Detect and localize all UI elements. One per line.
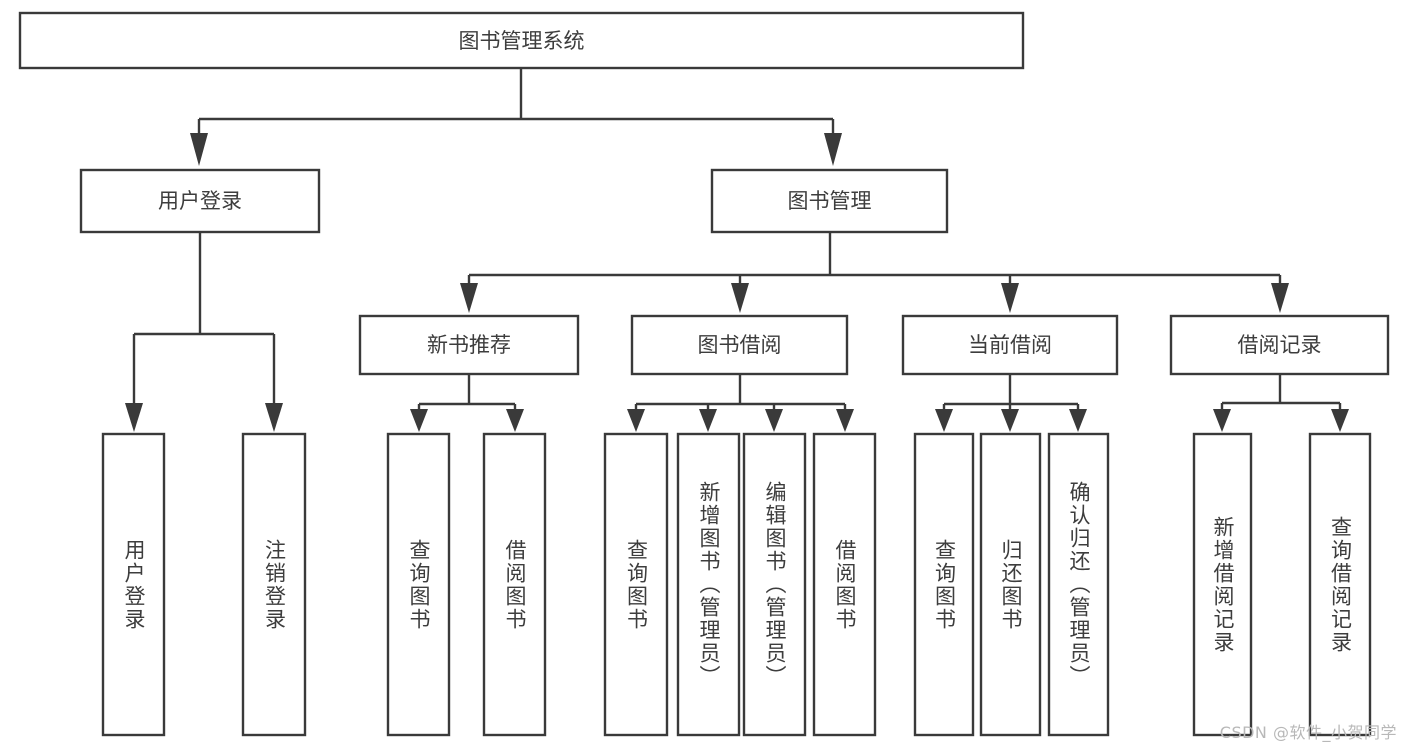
connector-layer [125,68,1349,432]
arrow-to-leaf-11 [1213,409,1231,432]
connector-bookmanage-to-bus [467,232,1282,284]
arrow-to-leaf-9 [1001,409,1019,432]
node-current-borrow-label: 当前借阅 [968,333,1052,357]
connector-borrowrecord-to-leaves [1220,374,1342,410]
leaf-box[interactable] [603,432,669,737]
connector-newbookrec-to-leaves [417,374,517,410]
connector-currentborrow-to-leaves [942,374,1080,410]
leaf-box[interactable] [241,432,307,737]
arrow-to-current-borrow [1001,283,1019,313]
leaf-box-layer [101,432,1372,737]
leaf-box[interactable] [482,432,547,737]
leaf-box[interactable] [742,432,807,737]
node-book-manage[interactable]: 图书管理 [710,168,949,234]
node-new-book-rec-label: 新书推荐 [427,333,511,357]
arrow-to-leaf-2 [410,409,428,432]
arrow-to-leaf-8 [935,409,953,432]
leaf-box[interactable] [386,432,451,737]
connector-userlogin-to-bus [132,232,276,404]
arrow-to-leaf-3 [506,409,524,432]
node-root[interactable]: 图书管理系统 [18,11,1025,70]
node-root-label: 图书管理系统 [459,29,585,53]
leaf-box[interactable] [1308,432,1372,737]
node-book-borrow[interactable]: 图书借阅 [630,314,849,376]
node-layer: 图书管理系统 用户登录 图书管理 新书推荐 图书借阅 当前借阅 [18,11,1390,376]
leaf-box[interactable] [101,432,166,737]
leaf-box[interactable] [979,432,1042,737]
arrow-to-user-login [190,133,208,166]
arrow-to-leaf-10 [1069,409,1087,432]
arrow-to-book-borrow [731,283,749,313]
arrow-to-borrow-record [1271,283,1289,313]
arrow-to-leaf-5 [699,409,717,432]
leaf-box[interactable] [1192,432,1253,737]
connector-bookborrow-to-leaves [634,374,847,410]
arrow-to-leaf-6 [765,409,783,432]
leaf-box[interactable] [812,432,877,737]
arrow-to-book-manage [824,133,842,166]
node-current-borrow[interactable]: 当前借阅 [901,314,1119,376]
leaf-box[interactable] [913,432,975,737]
leaf-box[interactable] [1047,432,1110,737]
node-book-manage-label: 图书管理 [788,189,872,213]
node-borrow-record[interactable]: 借阅记录 [1169,314,1390,376]
arrow-to-new-book-rec [460,283,478,313]
node-user-login[interactable]: 用户登录 [79,168,321,234]
arrow-to-leaf-7 [836,409,854,432]
node-new-book-rec[interactable]: 新书推荐 [358,314,580,376]
arrow-to-leaf-1 [265,403,283,432]
node-book-borrow-label: 图书借阅 [698,333,782,357]
node-user-login-label: 用户登录 [158,189,242,213]
arrow-to-leaf-12 [1331,409,1349,432]
connector-root-to-bus [197,68,835,134]
leaf-box[interactable] [676,432,741,737]
arrow-to-leaf-4 [627,409,645,432]
node-borrow-record-label: 借阅记录 [1238,333,1322,357]
arrow-to-leaf-0 [125,403,143,432]
